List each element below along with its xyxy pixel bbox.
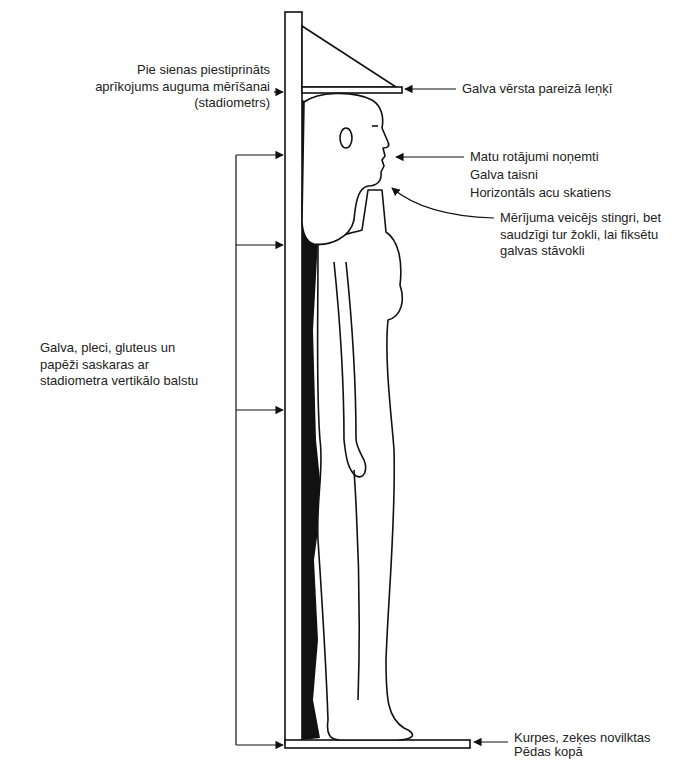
callout-label: Pēdas kopā bbox=[514, 744, 696, 761]
callout-label: Mērījuma veicējs stingri, bet saudzīgi t… bbox=[500, 210, 696, 260]
base-plate bbox=[285, 740, 470, 748]
leader-arrow bbox=[396, 156, 464, 157]
stadiometer bbox=[285, 12, 470, 748]
callout-label: Galva, pleci, gluteus un papēži saskaras… bbox=[40, 340, 210, 390]
leader-arrow bbox=[236, 744, 283, 745]
leader-arrow bbox=[474, 741, 508, 742]
hair-head bbox=[302, 93, 389, 244]
thigh-line bbox=[354, 470, 359, 700]
headboard-brace bbox=[302, 26, 396, 87]
leader-arrow bbox=[274, 91, 283, 92]
leader-arrow bbox=[236, 409, 283, 410]
arm bbox=[334, 262, 366, 477]
leader-arrow bbox=[236, 154, 283, 155]
eye bbox=[372, 125, 378, 127]
callout-label: Pie sienas piestiprināts aprīkojums augu… bbox=[92, 62, 270, 112]
callout-label: Galva taisni bbox=[470, 167, 696, 184]
callout-label: Kurpes, zeķes novilktas bbox=[514, 730, 696, 747]
leader-arrow bbox=[405, 88, 456, 89]
headboard bbox=[302, 87, 402, 93]
leader-arrow bbox=[236, 244, 283, 245]
callout-label: Galva vērsta pareizā leņķī bbox=[462, 81, 696, 98]
leader-lines bbox=[236, 89, 508, 745]
body-outline bbox=[318, 190, 413, 740]
callout-label: Matu rotājumi noņemti bbox=[470, 149, 696, 166]
bracket-line bbox=[235, 155, 236, 745]
vertical-post bbox=[285, 12, 302, 744]
callout-label: Horizontāls acu skatiens bbox=[470, 185, 696, 202]
ear bbox=[340, 128, 352, 148]
